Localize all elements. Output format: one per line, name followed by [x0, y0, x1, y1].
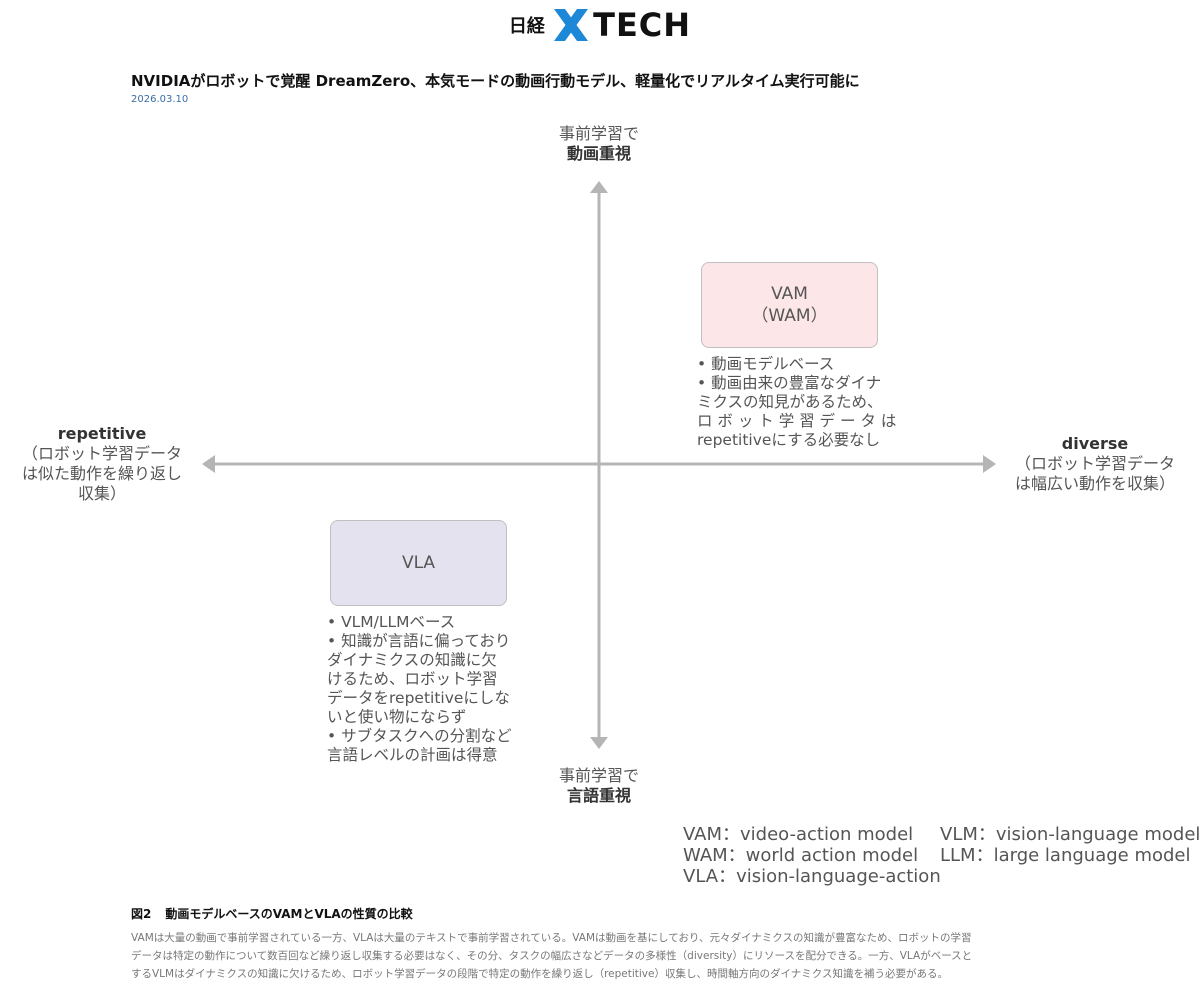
figure-title: 図2 動画モデルベースのVAMとVLAの性質の比較: [131, 905, 413, 922]
vam-box-sublabel: （WAM）: [751, 306, 828, 326]
bottom-axis-label: 事前学習で 言語重視: [519, 766, 679, 806]
left-axis-label: repetitive （ロボット学習データ は似た動作を繰り返し 収集）: [4, 424, 200, 504]
vla-note-line: いと使い物にならず: [327, 708, 467, 726]
figure-caption: VAMは大量の動画で事前学習されている一方、VLAは大量のテキストで事前学習され…: [131, 929, 1071, 983]
vam-note-line: • 動画モデルベース: [697, 355, 835, 373]
vam-note-line: repetitiveにする必要なし: [697, 431, 881, 449]
vam-box: VAM （WAM）: [701, 262, 878, 348]
right-axis-label-line2: （ロボット学習データ: [1014, 454, 1175, 473]
abbreviation-item: LLM：large language model: [940, 845, 1191, 866]
vam-note-line: ロ ボ ッ ト 学 習 デ ー タ は: [697, 412, 897, 430]
right-axis-label-title: diverse: [1061, 434, 1129, 453]
caption-line: するVLMはダイナミクスの知識に欠けるため、ロボット学習データの段階で特定の動作…: [131, 968, 948, 980]
bottom-axis-label-line1: 事前学習で: [558, 766, 639, 785]
abbreviation-item: VLM：vision-language model: [940, 824, 1200, 845]
vam-note-line: • 動画由来の豊富なダイナ: [697, 374, 882, 392]
left-arrow-icon: [202, 455, 215, 473]
right-arrow-icon: [983, 455, 996, 473]
vla-note-line: • 知識が言語に偏っており: [327, 632, 511, 650]
logo-text-tech: TECH: [593, 6, 692, 44]
caption-line: データは特定の動作について数百回など繰り返し収集する必要はなく、その分、タスクの…: [131, 950, 973, 962]
vam-note-line: ミクスの知見があるため、: [697, 393, 883, 411]
figure-number: 図2: [131, 907, 152, 921]
abbreviation-item: WAM：world action model: [683, 845, 919, 866]
left-axis-label-line2: （ロボット学習データ: [21, 444, 182, 463]
right-axis-label-line3: は幅広い動作を収集）: [1014, 474, 1175, 493]
x-logo-icon: [554, 9, 589, 41]
abbreviation-legend-right: VLM：vision-language model LLM：large lang…: [940, 824, 1200, 866]
vla-note-line: ダイナミクスの知識に欠: [327, 651, 497, 669]
figure-title-text: 動画モデルベースのVAMとVLAの性質の比較: [165, 907, 413, 921]
top-axis-label-line2: 動画重視: [566, 144, 631, 163]
abbreviation-item: VLA：vision-language-action: [683, 866, 941, 887]
vla-note-line: 言語レベルの計画は得意: [327, 746, 498, 764]
down-arrow-icon: [590, 737, 608, 749]
vla-note-line: • VLM/LLMベース: [327, 613, 456, 631]
vla-box: VLA: [330, 520, 507, 606]
vla-notes: • VLM/LLMベース • 知識が言語に偏っており ダイナミクスの知識に欠 け…: [327, 613, 512, 765]
abbreviation-item: VAM：video-action model: [683, 824, 914, 845]
article-headline[interactable]: NVIDIAがロボットで覚醒 DreamZero、本気モードの動画行動モデル、軽…: [131, 72, 860, 90]
caption-line: VAMは大量の動画で事前学習されている一方、VLAは大量のテキストで事前学習され…: [131, 932, 972, 944]
left-axis-label-line3: は似た動作を繰り返し: [21, 464, 182, 483]
vla-box-label: VLA: [401, 553, 436, 573]
abbreviation-legend-left: VAM：video-action model WAM：world action …: [683, 824, 941, 887]
right-axis-label: diverse （ロボット学習データ は幅広い動作を収集）: [1005, 434, 1185, 494]
article-date: 2026.03.10: [131, 94, 189, 105]
up-arrow-icon: [590, 181, 608, 193]
left-axis-label-title: repetitive: [57, 424, 147, 443]
vla-note-line: データをrepetitiveにしな: [327, 689, 510, 707]
vam-notes: • 動画モデルベース • 動画由来の豊富なダイナ ミクスの知見があるため、 ロ …: [697, 355, 896, 450]
vla-note-line: けるため、ロボット学習: [327, 670, 498, 688]
top-axis-label: 事前学習で 動画重視: [519, 124, 679, 164]
vla-note-line: • サブタスクへの分割など: [327, 727, 512, 745]
left-axis-label-line4: 収集）: [77, 484, 126, 503]
top-axis-label-line1: 事前学習で: [558, 124, 639, 143]
bottom-axis-label-line2: 言語重視: [566, 786, 631, 805]
logo-text-jp: 日経: [508, 16, 545, 37]
vam-box-label: VAM: [771, 284, 808, 304]
site-logo[interactable]: 日経 TECH: [0, 6, 1200, 44]
